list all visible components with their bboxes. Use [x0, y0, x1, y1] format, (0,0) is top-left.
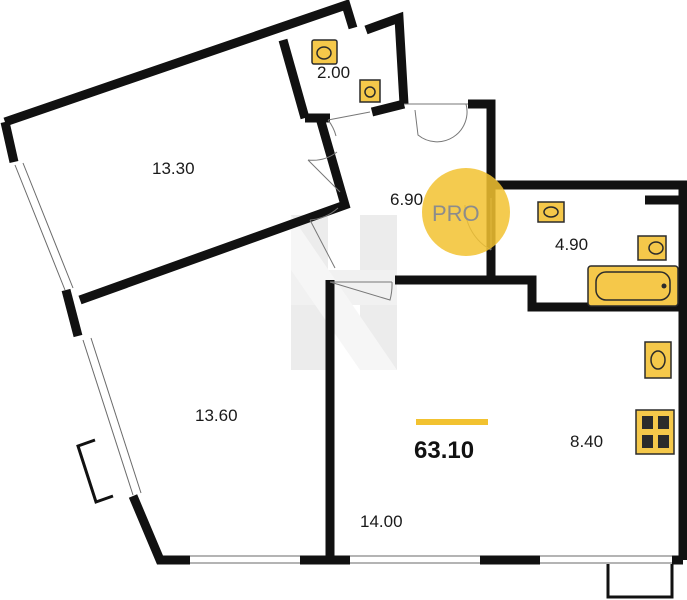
sink-icon: [644, 341, 672, 379]
room-area-bedroom-bottom: 13.60: [195, 406, 238, 425]
bathtub-icon: [587, 265, 679, 307]
pro-badge: [422, 168, 510, 256]
logo-watermark: [291, 215, 397, 370]
stove-icon: [635, 409, 675, 455]
pro-badge-label: PRO: [432, 201, 480, 226]
room-area-hallway: 6.90: [390, 190, 423, 209]
total-area-accent-bar: [416, 419, 488, 425]
sink-icon: [537, 201, 565, 223]
total-area: 63.10: [414, 437, 474, 464]
doors: [307, 103, 492, 301]
walls: [0, 0, 687, 565]
toilet-icon: [311, 39, 338, 65]
windows: [14, 162, 672, 564]
room-area-bedroom-top: 13.30: [152, 159, 195, 178]
room-area-bathroom: 4.90: [555, 235, 588, 254]
room-area-wc: 2.00: [317, 63, 350, 82]
room-area-kitchen: 8.40: [570, 432, 603, 451]
sink-icon: [359, 79, 381, 103]
toilet-icon: [637, 235, 667, 261]
room-area-living-room: 14.00: [360, 512, 403, 531]
balconies: [76, 438, 674, 599]
